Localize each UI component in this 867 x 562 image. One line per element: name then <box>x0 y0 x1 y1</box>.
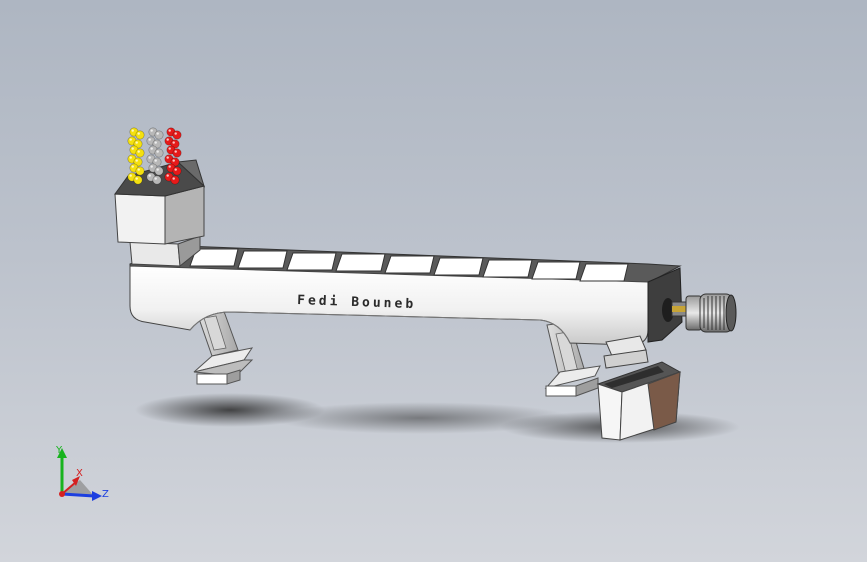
triad-z-label: Z <box>102 489 109 500</box>
pellet-highlight <box>166 138 169 141</box>
pellet-highlight <box>135 141 138 144</box>
pellet-highlight <box>168 147 171 150</box>
pellet-highlight <box>150 129 153 132</box>
pellet-highlight <box>131 147 134 150</box>
pellet-highlight <box>166 174 169 177</box>
z-axis-arrow <box>61 492 95 498</box>
orientation-triad[interactable]: Y X Z <box>46 444 116 508</box>
x-axis-arrow <box>61 481 77 495</box>
pellet-highlight <box>172 159 175 162</box>
pellet-stacks <box>127 127 182 185</box>
pellet-right <box>172 148 182 158</box>
pellet-highlight <box>135 177 138 180</box>
triad-axes <box>57 448 102 501</box>
pellet-middle <box>154 148 164 158</box>
pellet-highlight <box>172 177 175 180</box>
pellet-highlight <box>154 159 157 162</box>
pellet-highlight <box>148 156 151 159</box>
pellet-highlight <box>129 156 132 159</box>
pellet-highlight <box>174 168 177 171</box>
pellet-highlight <box>137 168 140 171</box>
pellet-right <box>172 166 182 176</box>
triad-x-label: X <box>76 468 83 479</box>
pellet-highlight <box>174 132 177 135</box>
pellet-right <box>172 130 182 140</box>
pellet-right <box>170 175 180 185</box>
pellet-highlight <box>131 129 134 132</box>
pellet-highlight <box>148 138 151 141</box>
pellet-highlight <box>135 159 138 162</box>
pellet-left <box>133 175 143 185</box>
pellet-highlight <box>148 174 151 177</box>
engraving-text: Fedi Bouneb <box>297 293 417 312</box>
pellet-highlight <box>129 174 132 177</box>
support-leg-left[interactable] <box>193 305 254 385</box>
pellet-highlight <box>156 168 159 171</box>
drive-motor[interactable] <box>671 293 737 333</box>
pellet-highlight <box>150 147 153 150</box>
collection-bin[interactable] <box>596 361 682 441</box>
pellet-highlight <box>166 156 169 159</box>
trough-inspection-windows <box>189 248 629 282</box>
pellet-left <box>135 148 145 158</box>
pellet-middle <box>154 166 164 176</box>
pellet-highlight <box>156 150 159 153</box>
pellet-middle <box>152 175 162 185</box>
pellet-left <box>135 130 145 140</box>
pellet-highlight <box>168 165 171 168</box>
pellet-highlight <box>137 150 140 153</box>
support-leg-right[interactable] <box>544 321 601 397</box>
pellet-highlight <box>168 129 171 132</box>
pellet-highlight <box>131 165 134 168</box>
pellet-highlight <box>156 132 159 135</box>
pellet-highlight <box>129 138 132 141</box>
pellet-left <box>135 166 145 176</box>
pellet-highlight <box>174 150 177 153</box>
discharge-chute[interactable] <box>603 335 649 369</box>
pellet-highlight <box>154 141 157 144</box>
pellet-highlight <box>150 165 153 168</box>
pellet-highlight <box>172 141 175 144</box>
pellet-highlight <box>137 132 140 135</box>
engraving: Fedi Bouneb <box>297 293 417 312</box>
ground-shadow <box>135 393 740 443</box>
pellet-middle <box>154 130 164 140</box>
triad-y-label: Y <box>56 445 63 456</box>
pellet-highlight <box>154 177 157 180</box>
